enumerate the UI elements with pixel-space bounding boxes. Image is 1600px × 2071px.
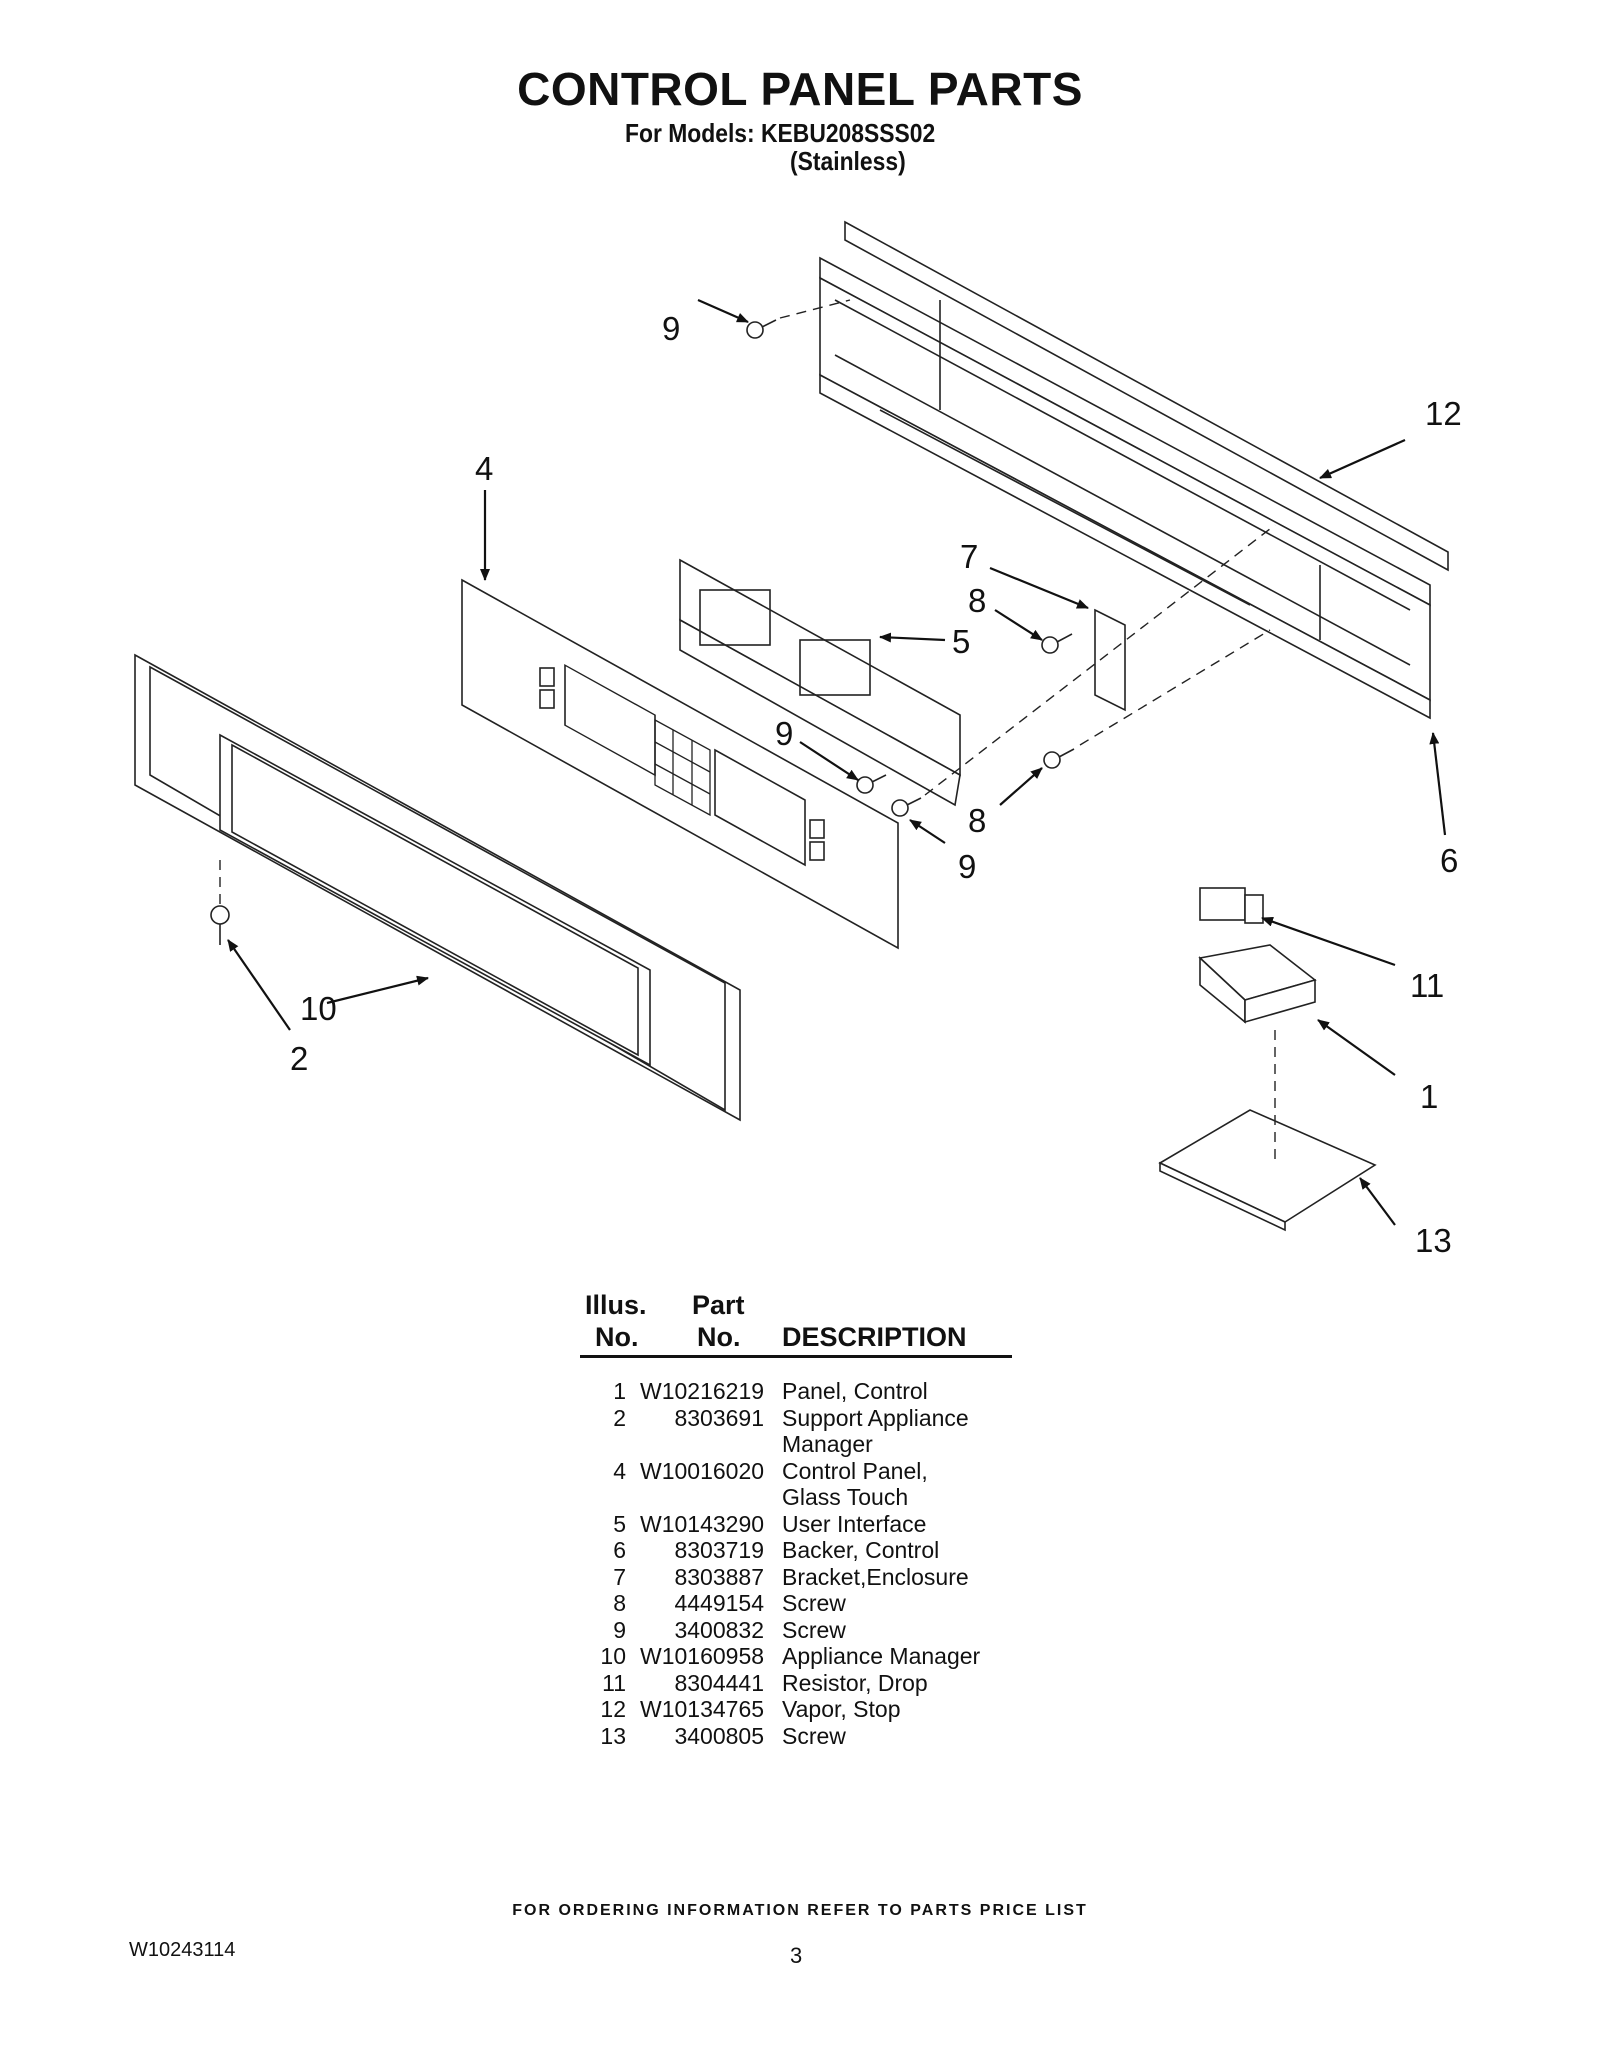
illus-number: 6 — [613, 1537, 626, 1563]
table-header-illus: Illus. — [585, 1290, 647, 1320]
control-panel-glass-touch-part — [461, 578, 899, 950]
part-number: W10016020 — [640, 1457, 765, 1484]
callout-number: 6 — [1440, 842, 1458, 879]
ordering-note: FOR ORDERING INFORMATION REFER TO PARTS … — [512, 1902, 1088, 1919]
part-description: Glass Touch — [782, 1484, 909, 1510]
illus-number: 2 — [613, 1404, 626, 1431]
part-number: 8303719 — [674, 1537, 764, 1563]
part-number: 8303691 — [674, 1404, 764, 1431]
part-number: 3400832 — [674, 1616, 764, 1643]
model-number: For Models: KEBU208SSS02 — [625, 118, 936, 148]
table-header-illus: No. — [595, 1322, 639, 1352]
model-variant: (Stainless) — [790, 146, 906, 176]
part-description: Screw — [782, 1722, 846, 1749]
part-number: W10134765 — [640, 1696, 765, 1722]
callout-number: 5 — [952, 623, 970, 660]
screw-icon — [1043, 748, 1075, 769]
part-description: Screw — [782, 1590, 846, 1616]
part-description: Manager — [782, 1431, 873, 1457]
part-number: W10160958 — [640, 1643, 765, 1669]
callout-number: 8 — [968, 802, 986, 839]
page-title: CONTROL PANEL PARTS — [517, 63, 1083, 115]
callout-number: 7 — [960, 538, 978, 575]
screw-icon — [210, 905, 230, 945]
screw-icon — [891, 797, 922, 817]
part-description: Support Appliance — [782, 1404, 969, 1431]
appliance-manager-part — [1198, 944, 1317, 1024]
callout-number: 12 — [1425, 395, 1462, 432]
callout-number: 13 — [1415, 1222, 1452, 1259]
illus-number: 8 — [613, 1590, 626, 1616]
callout-number: 4 — [475, 450, 493, 487]
backer-control-part — [819, 373, 1431, 720]
table-header-part: Part — [692, 1290, 745, 1320]
part-description: Resistor, Drop — [782, 1669, 928, 1696]
part-description: Bracket,Enclosure — [782, 1563, 969, 1590]
support-appliance-manager-part — [1158, 1109, 1377, 1232]
table-header-part: No. — [697, 1322, 741, 1352]
document-number: W10243114 — [129, 1939, 236, 1961]
resistor-drop-part — [1199, 887, 1264, 924]
illus-number: 11 — [602, 1669, 626, 1696]
part-description: Screw — [782, 1616, 846, 1643]
screw-icon — [1041, 633, 1073, 654]
illus-number: 9 — [613, 1616, 626, 1643]
part-description: User Interface — [782, 1510, 927, 1537]
callout-number: 9 — [775, 715, 793, 752]
part-description: Backer, Control — [782, 1537, 940, 1563]
part-number: 3400805 — [674, 1722, 764, 1749]
user-interface-part — [679, 558, 961, 807]
illus-number: 10 — [600, 1643, 626, 1669]
part-number: W10143290 — [640, 1510, 765, 1537]
callout-number: 11 — [1410, 967, 1444, 1004]
illus-number: 7 — [613, 1563, 626, 1590]
part-description: Panel, Control — [782, 1378, 928, 1404]
part-number: 8304441 — [674, 1669, 764, 1696]
illus-number: 13 — [600, 1722, 626, 1749]
part-description: Appliance Manager — [782, 1643, 981, 1669]
part-description: Control Panel, — [782, 1457, 928, 1484]
part-number: 4449154 — [674, 1590, 764, 1616]
page-number: 3 — [790, 1943, 803, 1968]
illus-number: 4 — [613, 1457, 626, 1484]
table-header-rule — [580, 1355, 1012, 1358]
bracket-enclosure-part — [1094, 608, 1126, 712]
callout-number: 9 — [662, 310, 680, 347]
illus-number: 1 — [613, 1378, 626, 1404]
callout-number: 10 — [300, 990, 337, 1027]
vapor-stop-part — [819, 220, 1449, 702]
callout-number: 1 — [1420, 1078, 1438, 1115]
screw-icon — [856, 774, 887, 794]
illus-number: 5 — [613, 1510, 626, 1537]
callout-number: 8 — [968, 582, 986, 619]
panel-control-part — [134, 653, 741, 1122]
part-description: Vapor, Stop — [782, 1696, 901, 1722]
part-number: W10216219 — [640, 1378, 765, 1404]
callout-number: 9 — [958, 848, 976, 885]
keypad-grid — [654, 718, 711, 817]
table-header-description: DESCRIPTION — [782, 1322, 967, 1352]
callout-number: 2 — [290, 1040, 308, 1077]
illus-number: 12 — [600, 1696, 626, 1722]
part-number: 8303887 — [674, 1563, 764, 1590]
screw-icon — [746, 319, 777, 339]
